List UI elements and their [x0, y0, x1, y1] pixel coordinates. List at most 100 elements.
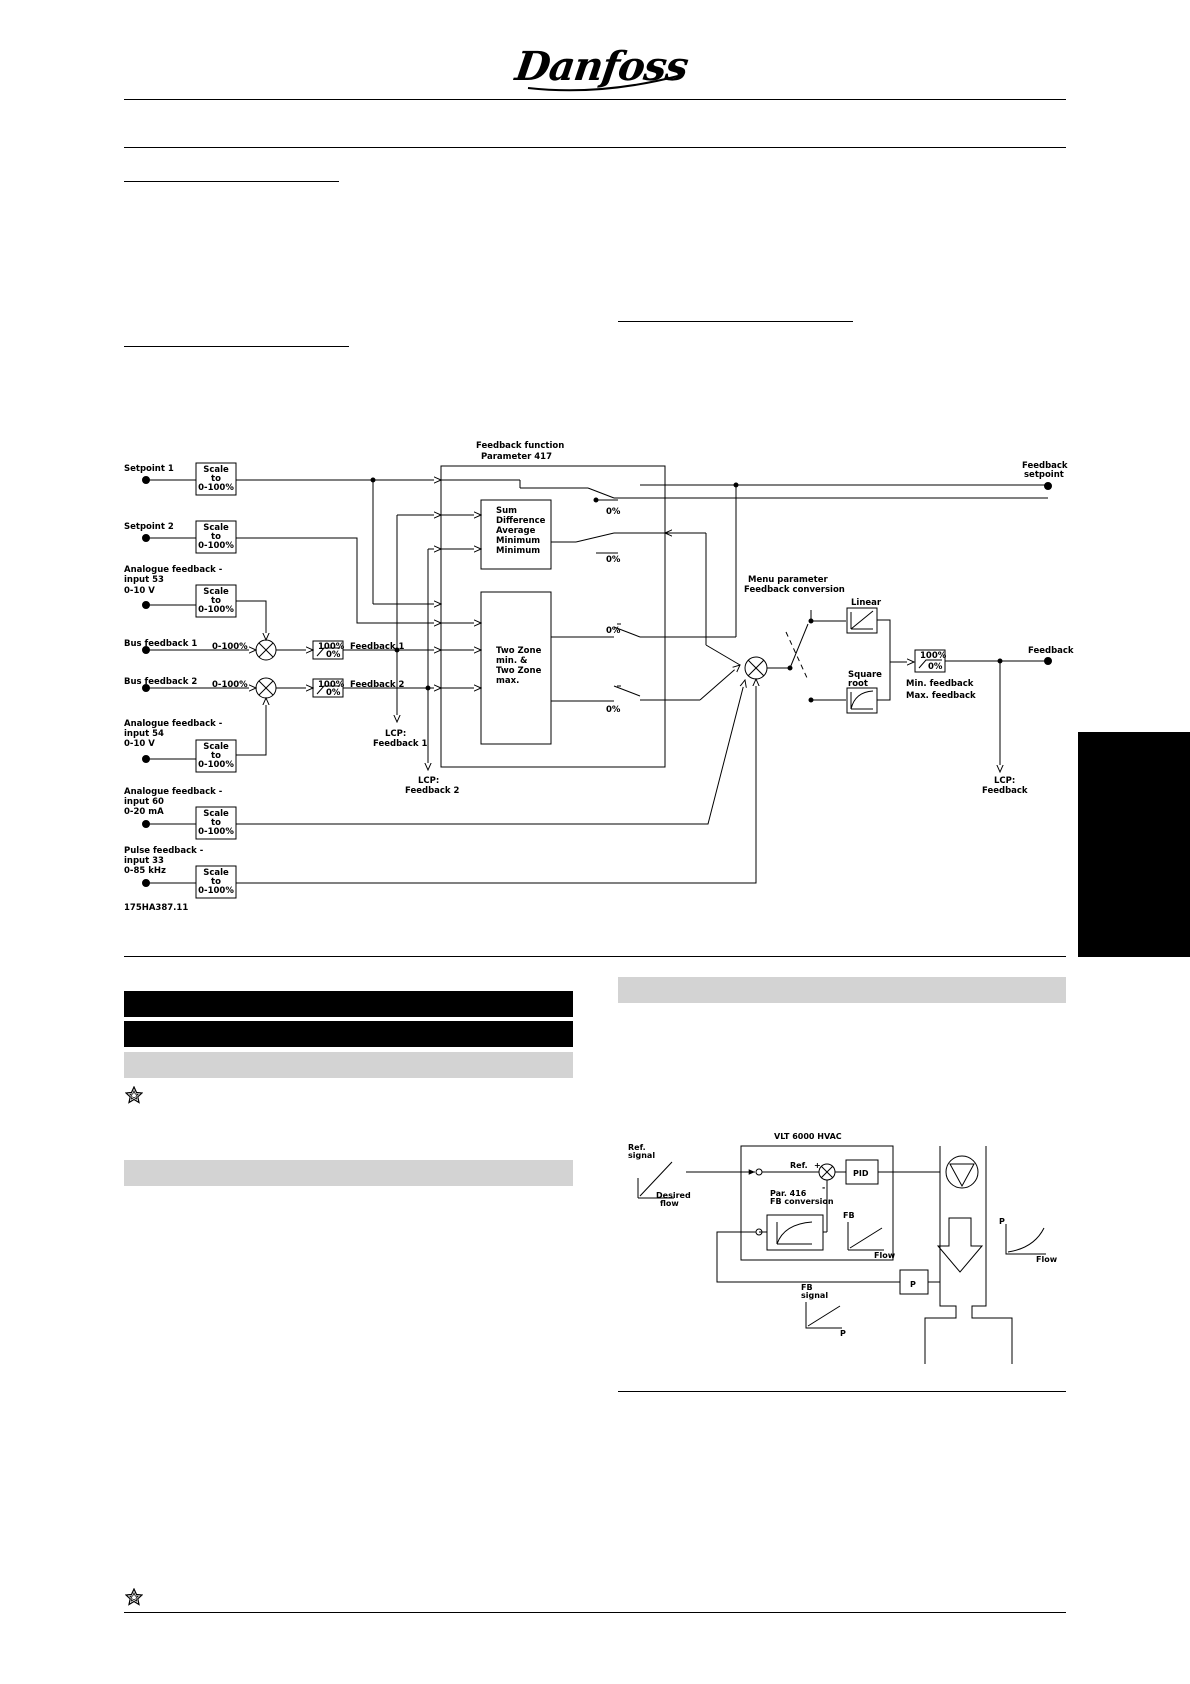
parameter-description-bar — [618, 977, 1066, 1003]
svg-text:0%: 0% — [606, 555, 621, 565]
svg-text:min. &: min. & — [496, 656, 528, 666]
svg-text:0-20 mA: 0-20 mA — [124, 807, 164, 817]
svg-text:Flow: Flow — [874, 1251, 896, 1260]
svg-text:0-100%: 0-100% — [198, 760, 234, 770]
vlt-closed-loop-figure: VLT 6000 HVAC Ref. signal Desired flow R… — [628, 1132, 1058, 1364]
svg-text:signal: signal — [628, 1151, 655, 1160]
svg-text:flow: flow — [660, 1199, 679, 1208]
svg-text:Feedback conversion: Feedback conversion — [744, 585, 845, 595]
svg-text:input 33: input 33 — [124, 856, 164, 866]
svg-text:FB: FB — [801, 1283, 813, 1292]
svg-text:Two Zone: Two Zone — [496, 646, 542, 656]
svg-text:Feedback: Feedback — [1028, 646, 1074, 656]
svg-text:Feedback: Feedback — [982, 786, 1028, 796]
svg-text:to: to — [211, 474, 221, 484]
svg-text:Minimum: Minimum — [496, 536, 540, 546]
svg-text:Feedback 2: Feedback 2 — [350, 680, 405, 690]
svg-text:Min. feedback: Min. feedback — [906, 679, 974, 689]
svg-text:Analogue feedback -: Analogue feedback - — [124, 787, 223, 797]
svg-text:to: to — [211, 751, 221, 761]
svg-text:LCP:: LCP: — [418, 776, 439, 786]
svg-text:0%: 0% — [326, 688, 341, 698]
svg-text:Feedback 1: Feedback 1 — [373, 739, 428, 749]
parameter-value-bar-1 — [124, 1052, 573, 1078]
svg-text:175HA387.11: 175HA387.11 — [124, 903, 188, 913]
svg-text:FB conversion: FB conversion — [770, 1197, 834, 1206]
svg-text:0%: 0% — [606, 507, 621, 517]
svg-text:0-10 V: 0-10 V — [124, 739, 155, 749]
svg-text:Scale: Scale — [203, 742, 229, 752]
svg-text:setpoint: setpoint — [1024, 470, 1064, 480]
svg-text:input 53: input 53 — [124, 575, 164, 585]
svg-text:P: P — [999, 1217, 1005, 1226]
svg-text:Feedback: Feedback — [1022, 461, 1068, 471]
header-rule-bottom — [124, 147, 1066, 148]
svg-text:FB: FB — [843, 1211, 855, 1220]
svg-text:Scale: Scale — [203, 465, 229, 475]
svg-text:Square: Square — [848, 670, 882, 680]
svg-text:0%: 0% — [606, 705, 621, 715]
parameter-title-bar-2 — [124, 1021, 573, 1047]
svg-text:to: to — [211, 596, 221, 606]
svg-text:Ref.: Ref. — [628, 1143, 646, 1152]
svg-text:Pulse feedback -: Pulse feedback - — [124, 846, 204, 856]
svg-text:Bus feedback 1: Bus feedback 1 — [124, 639, 197, 649]
svg-text:Scale: Scale — [203, 587, 229, 597]
svg-text:Feedback 2: Feedback 2 — [405, 786, 460, 796]
svg-text:Feedback 1: Feedback 1 — [350, 642, 405, 652]
svg-text:-: - — [822, 1183, 825, 1192]
svg-text:0-85 kHz: 0-85 kHz — [124, 866, 166, 876]
svg-text:0-100%: 0-100% — [212, 680, 248, 690]
svg-text:0-10 V: 0-10 V — [124, 586, 155, 596]
svg-text:Scale: Scale — [203, 809, 229, 819]
svg-text:0-100%: 0-100% — [198, 827, 234, 837]
svg-text:Danfoss: Danfoss — [511, 43, 690, 90]
svg-text:Difference: Difference — [496, 516, 546, 526]
svg-text:Setpoint 2: Setpoint 2 — [124, 522, 174, 532]
parameter-function-bar — [124, 1160, 573, 1186]
svg-text:Two Zone: Two Zone — [496, 666, 542, 676]
footer-rule — [124, 1612, 1066, 1613]
svg-text:Analogue feedback -: Analogue feedback - — [124, 719, 223, 729]
svg-text:LCP:: LCP: — [994, 776, 1015, 786]
svg-text:VLT 6000 HVAC: VLT 6000 HVAC — [774, 1132, 842, 1141]
svg-text:Linear: Linear — [851, 598, 882, 608]
diagram-bottom-rule — [124, 956, 1066, 957]
svg-text:0-100%: 0-100% — [198, 886, 234, 896]
svg-text:PID: PID — [853, 1169, 869, 1178]
svg-text:root: root — [848, 679, 868, 689]
svg-text:to: to — [211, 877, 221, 887]
svg-text:to: to — [211, 532, 221, 542]
svg-text:Scale: Scale — [203, 868, 229, 878]
feedback-handling-diagram: Setpoint 1 Setpoint 2 Analogue feedback … — [124, 441, 1074, 913]
svg-text:100%: 100% — [920, 651, 947, 661]
danfoss-logo: Danfoss — [511, 43, 690, 92]
svg-text:signal: signal — [801, 1291, 828, 1300]
svg-text:100%: 100% — [318, 642, 345, 652]
svg-text:LCP:: LCP: — [385, 729, 406, 739]
svg-text:Bus feedback 2: Bus feedback 2 — [124, 677, 197, 687]
svg-text:Sum: Sum — [496, 506, 517, 516]
svg-text:Ref.: Ref. — [790, 1161, 808, 1170]
svg-text:+: + — [814, 1161, 821, 1170]
figure-bottom-rule — [618, 1391, 1066, 1392]
svg-text:0%: 0% — [326, 650, 341, 660]
svg-text:P: P — [910, 1280, 916, 1289]
svg-text:0-100%: 0-100% — [198, 541, 234, 551]
svg-text:Flow: Flow — [1036, 1255, 1058, 1264]
section-underline-2 — [124, 346, 349, 347]
section-underline-1 — [124, 181, 339, 182]
svg-text:P: P — [840, 1329, 846, 1338]
svg-text:input 54: input 54 — [124, 729, 164, 739]
svg-text:max.: max. — [496, 676, 519, 686]
svg-text:0%: 0% — [928, 662, 943, 672]
svg-text:Max. feedback: Max. feedback — [906, 691, 976, 701]
footer-star-icon — [125, 1588, 143, 1606]
header-rule-top — [124, 99, 1066, 100]
section-underline-3 — [618, 321, 853, 322]
svg-text:0%: 0% — [606, 626, 621, 636]
svg-text:input 60: input 60 — [124, 797, 164, 807]
svg-text:100%: 100% — [318, 680, 345, 690]
chapter-side-tab — [1078, 732, 1190, 957]
svg-text:Par. 416: Par. 416 — [770, 1189, 807, 1198]
